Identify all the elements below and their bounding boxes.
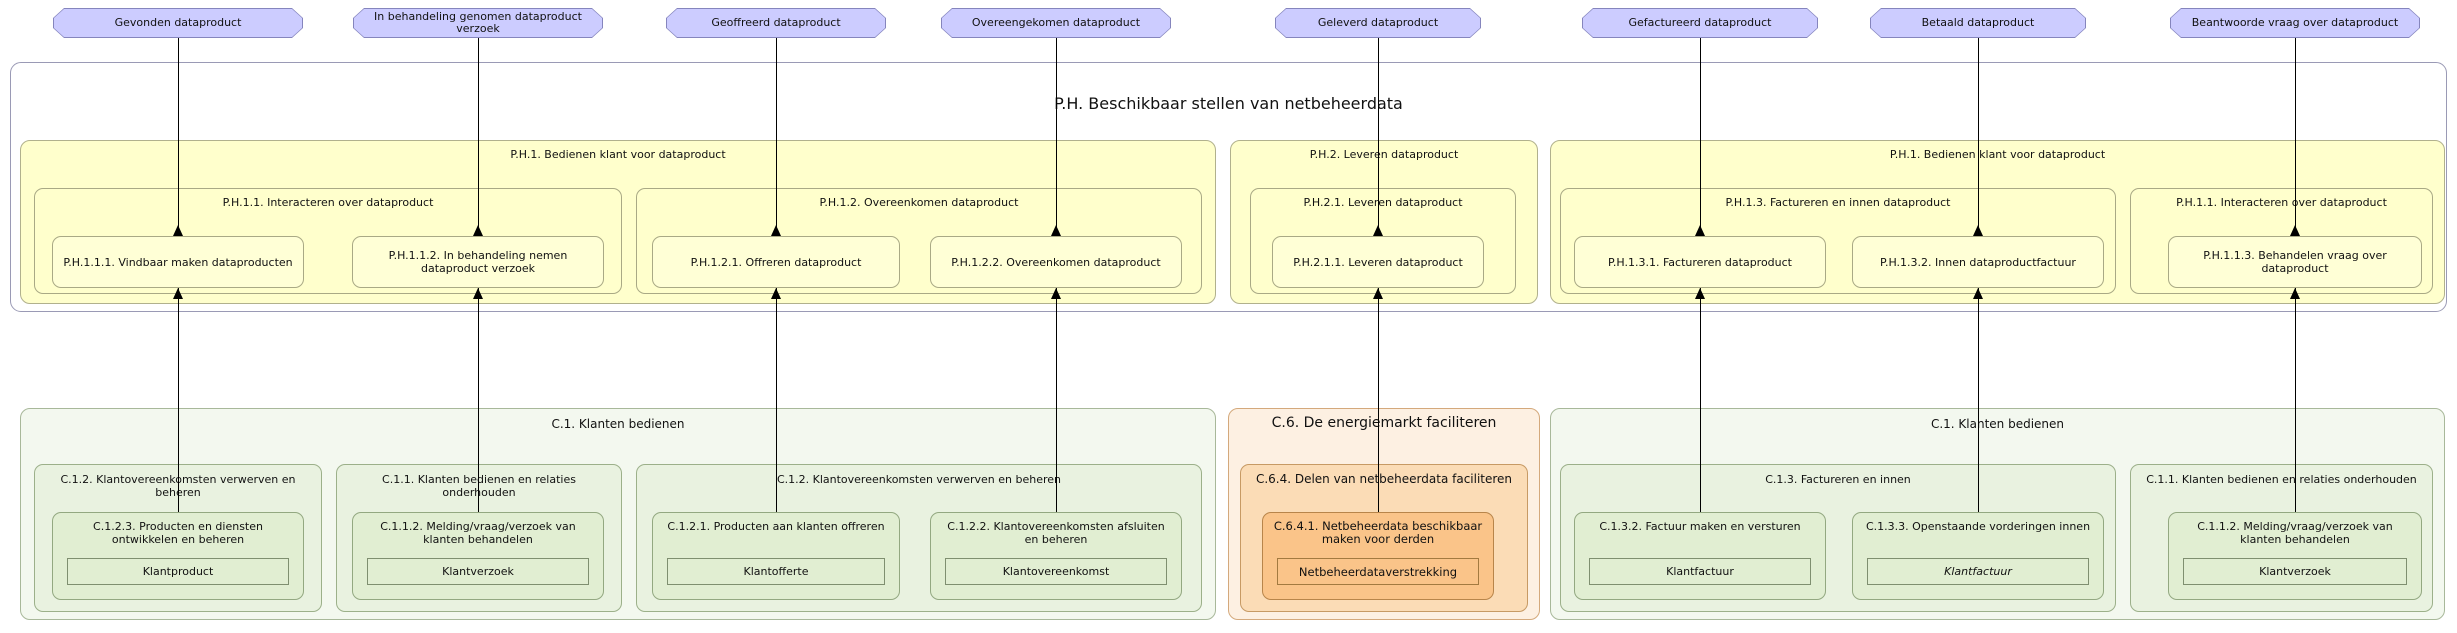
business-object-klantverzoek-2: Klantverzoek — [2183, 558, 2407, 585]
capability-subgroup-label: C.1.2. Klantovereenkomsten verwerven en … — [776, 473, 1062, 486]
business-object-klantofferte: Klantofferte — [667, 558, 885, 585]
capability-c641: C.6.4.1. Netbeheerdata beschikbaar maken… — [1262, 512, 1494, 600]
capability-subgroup-label: C.6.4. Delen van netbeheerdata faciliter… — [1255, 472, 1513, 486]
event-geoffreerd-dataproduct: Geoffreerd dataproduct — [666, 8, 886, 38]
event-label: Beantwoorde vraag over dataproduct — [2171, 9, 2419, 37]
arrowhead-up — [1373, 225, 1383, 236]
process-subgroup-label: P.H.1.1. Interacteren over dataproduct — [222, 196, 434, 209]
capability-group-label: C.1. Klanten bedienen — [1930, 417, 2065, 431]
connector-line — [1056, 38, 1057, 236]
capability-c112: C.1.1.2. Melding/vraag/verzoek van klant… — [352, 512, 604, 600]
connector-line — [178, 38, 179, 236]
event-label: Gevonden dataproduct — [54, 9, 302, 37]
business-object-klantverzoek: Klantverzoek — [367, 558, 589, 585]
arrowhead-up — [1373, 288, 1383, 299]
arrowhead-up — [2290, 288, 2300, 299]
connector-line — [2295, 288, 2296, 512]
capability-group-label: C.1. Klanten bedienen — [551, 417, 685, 431]
business-object-klantproduct: Klantproduct — [67, 558, 289, 585]
connector-line — [478, 38, 479, 236]
event-gevonden-dataproduct: Gevonden dataproduct — [53, 8, 303, 38]
process-subgroup-label: P.H.1.3. Factureren en innen dataproduct — [1725, 196, 1951, 209]
connector-line — [1378, 288, 1379, 512]
process-subgroup-label: P.H.1.2. Overeenkomen dataproduct — [819, 196, 1019, 209]
connector-line — [2295, 38, 2296, 236]
process-activity-ph121: P.H.1.2.1. Offreren dataproduct — [652, 236, 900, 288]
process-activity-ph131: P.H.1.3.1. Factureren dataproduct — [1574, 236, 1826, 288]
capability-label: C.1.2.1. Producten aan klanten offreren — [667, 520, 885, 533]
event-gefactureerd-dataproduct: Gefactureerd dataproduct — [1582, 8, 1818, 38]
arrowhead-up — [771, 288, 781, 299]
capability-c122: C.1.2.2. Klantovereenkomsten afsluiten e… — [930, 512, 1182, 600]
connector-line — [1056, 288, 1057, 512]
connector-line — [1978, 38, 1979, 236]
event-beantwoorde-vraag: Beantwoorde vraag over dataproduct — [2170, 8, 2420, 38]
business-object-netbeheerdataverstrekking: Netbeheerdataverstrekking — [1277, 558, 1479, 585]
arrowhead-up — [1973, 288, 1983, 299]
event-betaald-dataproduct: Betaald dataproduct — [1870, 8, 2086, 38]
connector-line — [178, 288, 179, 512]
connector-line — [776, 288, 777, 512]
connector-line — [1700, 38, 1701, 236]
event-label: Gefactureerd dataproduct — [1583, 9, 1817, 37]
event-overeengekomen-dataproduct: Overeengekomen dataproduct — [941, 8, 1171, 38]
event-label: Overeengekomen dataproduct — [942, 9, 1170, 37]
capability-label: C.6.4.1. Netbeheerdata beschikbaar maken… — [1273, 519, 1483, 546]
process-group-label: P.H.1. Bedienen klant voor dataproduct — [510, 148, 726, 161]
event-label: Betaald dataproduct — [1871, 9, 2085, 37]
capability-c112b: C.1.1.2. Melding/vraag/verzoek van klant… — [2168, 512, 2422, 600]
arrowhead-up — [771, 225, 781, 236]
connector-line — [1378, 38, 1379, 236]
arrowhead-up — [1051, 225, 1061, 236]
capability-group-label: C.6. De energiemarkt faciliteren — [1271, 415, 1497, 431]
business-object-klantfactuur-italic: Klantfactuur — [1867, 558, 2089, 585]
capability-label: C.1.3.2. Factuur maken en versturen — [1599, 520, 1801, 533]
capability-c132: C.1.3.2. Factuur maken en versturen Klan… — [1574, 512, 1826, 600]
business-object-klantovereenkomst: Klantovereenkomst — [945, 558, 1167, 585]
arrowhead-up — [1973, 225, 1983, 236]
process-group-label: P.H.1. Bedienen klant voor dataproduct — [1889, 148, 2106, 161]
arrowhead-up — [2290, 225, 2300, 236]
capability-label: C.1.1.2. Melding/vraag/verzoek van klant… — [2197, 520, 2393, 546]
capability-label: C.1.3.3. Openstaande vorderingen innen — [1865, 520, 2091, 533]
process-activity-ph113: P.H.1.1.3. Behandelen vraag over datapro… — [2168, 236, 2422, 288]
connector-line — [1978, 288, 1979, 512]
business-object-klantfactuur: Klantfactuur — [1589, 558, 1811, 585]
connector-line — [1700, 288, 1701, 512]
capability-subgroup-label: C.1.1. Klanten bedienen en relaties onde… — [382, 473, 576, 499]
event-geleverd-dataproduct: Geleverd dataproduct — [1275, 8, 1481, 38]
capability-subgroup-label: C.1.3. Factureren en innen — [1765, 473, 1911, 486]
process-activity-ph111: P.H.1.1.1. Vindbaar maken dataproducten — [52, 236, 304, 288]
capability-label: C.1.1.2. Melding/vraag/verzoek van klant… — [380, 520, 576, 546]
process-activity-ph132: P.H.1.3.2. Innen dataproductfactuur — [1852, 236, 2104, 288]
capability-subgroup-label: C.1.1. Klanten bedienen en relaties onde… — [2146, 473, 2417, 486]
event-label: Geoffreerd dataproduct — [667, 9, 885, 37]
process-activity-ph211: P.H.2.1.1. Leveren dataproduct — [1272, 236, 1484, 288]
capability-c133: C.1.3.3. Openstaande vorderingen innen K… — [1852, 512, 2104, 600]
connector-line — [478, 288, 479, 512]
process-subgroup-label: P.H.2.1. Leveren dataproduct — [1303, 196, 1463, 209]
arrowhead-up — [1051, 288, 1061, 299]
arrowhead-up — [173, 225, 183, 236]
arrowhead-up — [1695, 225, 1705, 236]
process-activity-ph122: P.H.1.2.2. Overeenkomen dataproduct — [930, 236, 1182, 288]
process-subgroup-label: P.H.1.1. Interacteren over dataproduct — [2176, 196, 2387, 209]
event-label: In behandeling genomen dataproduct verzo… — [354, 9, 602, 37]
event-label: Geleverd dataproduct — [1276, 9, 1480, 37]
capability-label: C.1.2.2. Klantovereenkomsten afsluiten e… — [947, 520, 1165, 546]
arrowhead-up — [473, 288, 483, 299]
capability-label: C.1.2.3. Producten en diensten ontwikkel… — [93, 520, 263, 546]
arrowhead-up — [473, 225, 483, 236]
capability-c121: C.1.2.1. Producten aan klanten offreren … — [652, 512, 900, 600]
process-group-label: P.H.2. Leveren dataproduct — [1309, 148, 1459, 161]
process-frame-title: P.H. Beschikbaar stellen van netbeheerda… — [1054, 94, 1403, 113]
process-activity-ph112: P.H.1.1.2. In behandeling nemen dataprod… — [352, 236, 604, 288]
connector-line — [776, 38, 777, 236]
capability-c123: C.1.2.3. Producten en diensten ontwikkel… — [52, 512, 304, 600]
arrowhead-up — [173, 288, 183, 299]
arrowhead-up — [1695, 288, 1705, 299]
event-in-behandeling-genomen: In behandeling genomen dataproduct verzo… — [353, 8, 603, 38]
